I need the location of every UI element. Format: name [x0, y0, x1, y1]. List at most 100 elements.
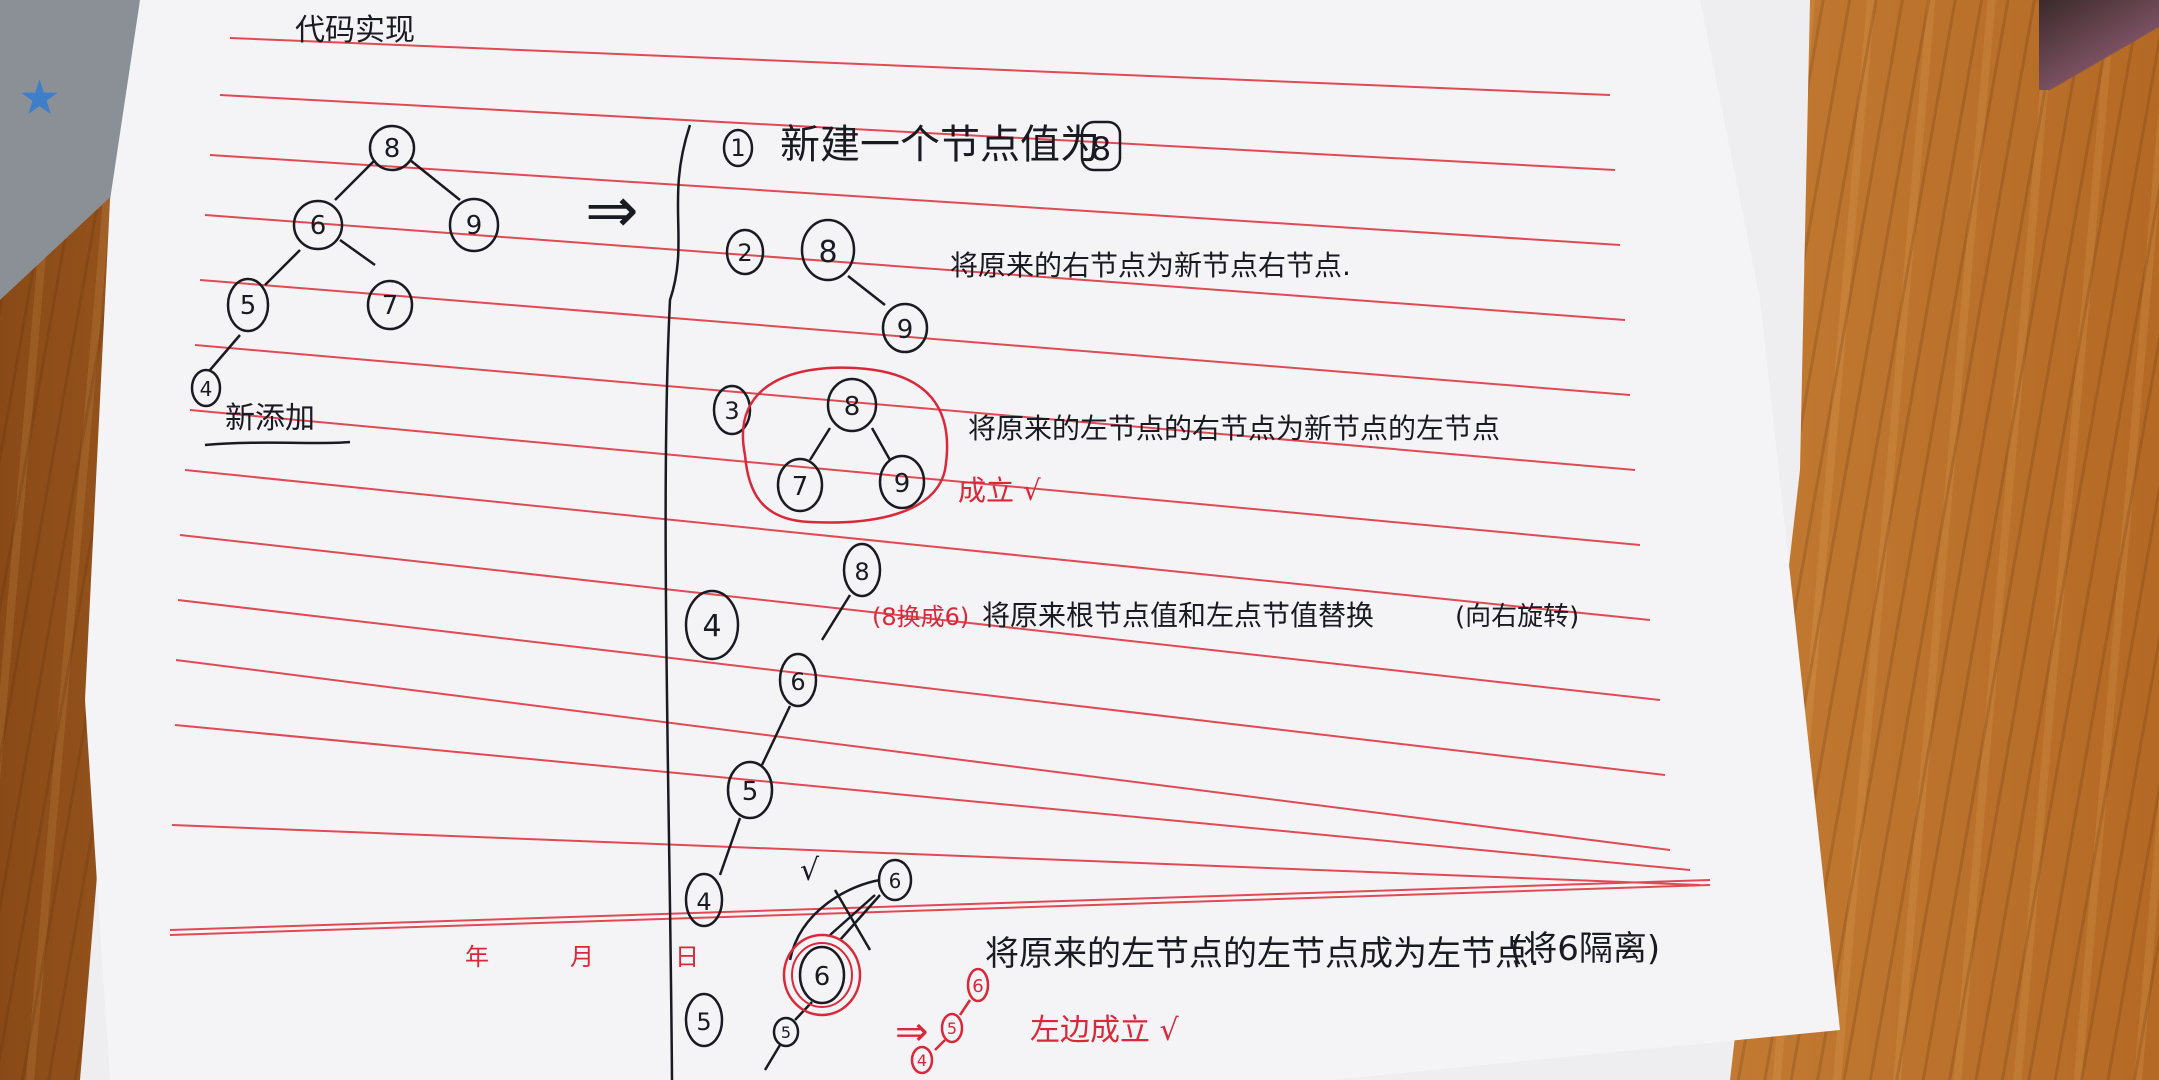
caption-underline	[204, 440, 351, 447]
tree-node	[940, 1012, 964, 1044]
tree-edge	[870, 427, 892, 461]
step5-tree	[763, 858, 913, 1071]
node-label: 9	[466, 211, 483, 241]
tree-node	[226, 277, 270, 333]
node-label: 9	[894, 469, 911, 499]
node-label: 9	[897, 315, 914, 345]
tree-edge	[409, 159, 461, 201]
step5-text: 将原来的左节点的左节点成为左节点.	[985, 934, 1540, 974]
node-label: 4	[200, 377, 213, 401]
red-highlight-loop	[741, 366, 949, 524]
tree-edge	[209, 334, 241, 371]
rule-line	[194, 344, 1636, 471]
red-circle	[782, 933, 862, 1017]
node-label: 5	[781, 1023, 791, 1042]
boxed-value: 8	[1091, 130, 1111, 168]
step4-chain	[684, 542, 882, 928]
arrow-icon: ⇒	[585, 174, 639, 248]
tree-edge	[958, 999, 972, 1016]
node-label: 6	[814, 962, 831, 992]
step-number: 1	[730, 134, 745, 162]
original-tree	[190, 124, 500, 447]
step-number: 5	[696, 1008, 711, 1036]
tree-node	[842, 542, 882, 598]
step-circle	[684, 992, 724, 1048]
tree-node	[800, 218, 856, 282]
step-circle	[722, 128, 754, 168]
step2-text: 将原来的右节点为新节点右节点.	[950, 249, 1351, 282]
step3-text: 将原来的左节点的右节点为新节点的左节点	[968, 412, 1500, 445]
node-label: 5	[947, 1019, 957, 1038]
bracket	[664, 124, 692, 1080]
tree-edge	[847, 275, 886, 306]
tree-node	[910, 1045, 934, 1075]
stroke	[788, 878, 881, 961]
tree-node	[966, 967, 990, 1003]
cross-out	[829, 894, 876, 936]
step-number: 4	[702, 609, 721, 644]
node-label: 6	[972, 976, 983, 997]
tree-edge	[334, 159, 376, 201]
tree-edge	[718, 817, 742, 876]
star-icon: ★	[18, 70, 62, 126]
tree-node	[778, 652, 818, 708]
tree-edge	[808, 427, 832, 461]
step3-tree	[776, 377, 926, 513]
tree-caption: 新添加	[225, 401, 315, 436]
tree-node	[881, 302, 929, 354]
tree-node	[772, 1016, 800, 1048]
cross-out	[833, 889, 872, 951]
rule-line	[174, 724, 1691, 871]
rule-line	[229, 37, 1611, 96]
tree-node	[368, 124, 416, 172]
red-circle	[791, 942, 853, 1008]
tree-edge	[839, 894, 881, 941]
step2-tree	[800, 218, 929, 354]
node-label: 5	[742, 777, 759, 807]
step-number: 3	[724, 397, 739, 425]
rule-line	[209, 154, 1621, 246]
node-label: 6	[310, 211, 327, 241]
step1-text: 新建一个节点值为	[780, 122, 1100, 168]
step-circle	[684, 589, 740, 661]
node-label: 4	[696, 888, 711, 916]
red-result-chain	[910, 967, 990, 1075]
tree-edge	[760, 705, 792, 766]
node-label: 4	[917, 1051, 927, 1070]
footer-year: 年	[465, 943, 489, 971]
node-label: 5	[240, 291, 257, 321]
step5-tick: √	[800, 853, 820, 888]
rule-line	[169, 879, 1711, 931]
rule-line	[177, 599, 1666, 776]
tree-edge	[763, 1044, 782, 1071]
tree-node	[366, 279, 414, 331]
step5-paren: (将6隔离)	[1510, 929, 1660, 969]
rule-line	[219, 94, 1616, 171]
heading: 代码实现	[295, 13, 415, 48]
rule-line	[175, 659, 1671, 851]
step-number-circles	[684, 128, 765, 1048]
rule-line	[189, 409, 1641, 546]
rule-line	[179, 534, 1661, 701]
tree-edge	[339, 238, 376, 267]
tree-edge	[820, 594, 852, 641]
boxed-node	[1080, 120, 1122, 172]
node-label: 8	[384, 134, 401, 164]
step4-text: 将原来根节点值和左点节值替换	[982, 599, 1374, 632]
tree-node	[726, 760, 774, 820]
original-tree-labels: 8 6 9 5 7 4	[200, 134, 483, 401]
tree-node	[776, 457, 824, 513]
paper-sheet	[85, 0, 1840, 1080]
step-circle	[725, 228, 765, 276]
tree-node	[292, 199, 344, 251]
node-label: 8	[854, 558, 869, 586]
node-label: 8	[818, 235, 837, 270]
step5-mark: 左边成立 √	[1030, 1013, 1180, 1048]
step-circle	[712, 384, 752, 436]
step-numbers: 1 2 3 4 5	[696, 134, 752, 1036]
tree-edge	[934, 1039, 946, 1051]
node-label: 8	[844, 392, 861, 422]
footer-month: 月	[570, 943, 594, 971]
rule-line	[171, 824, 1701, 886]
